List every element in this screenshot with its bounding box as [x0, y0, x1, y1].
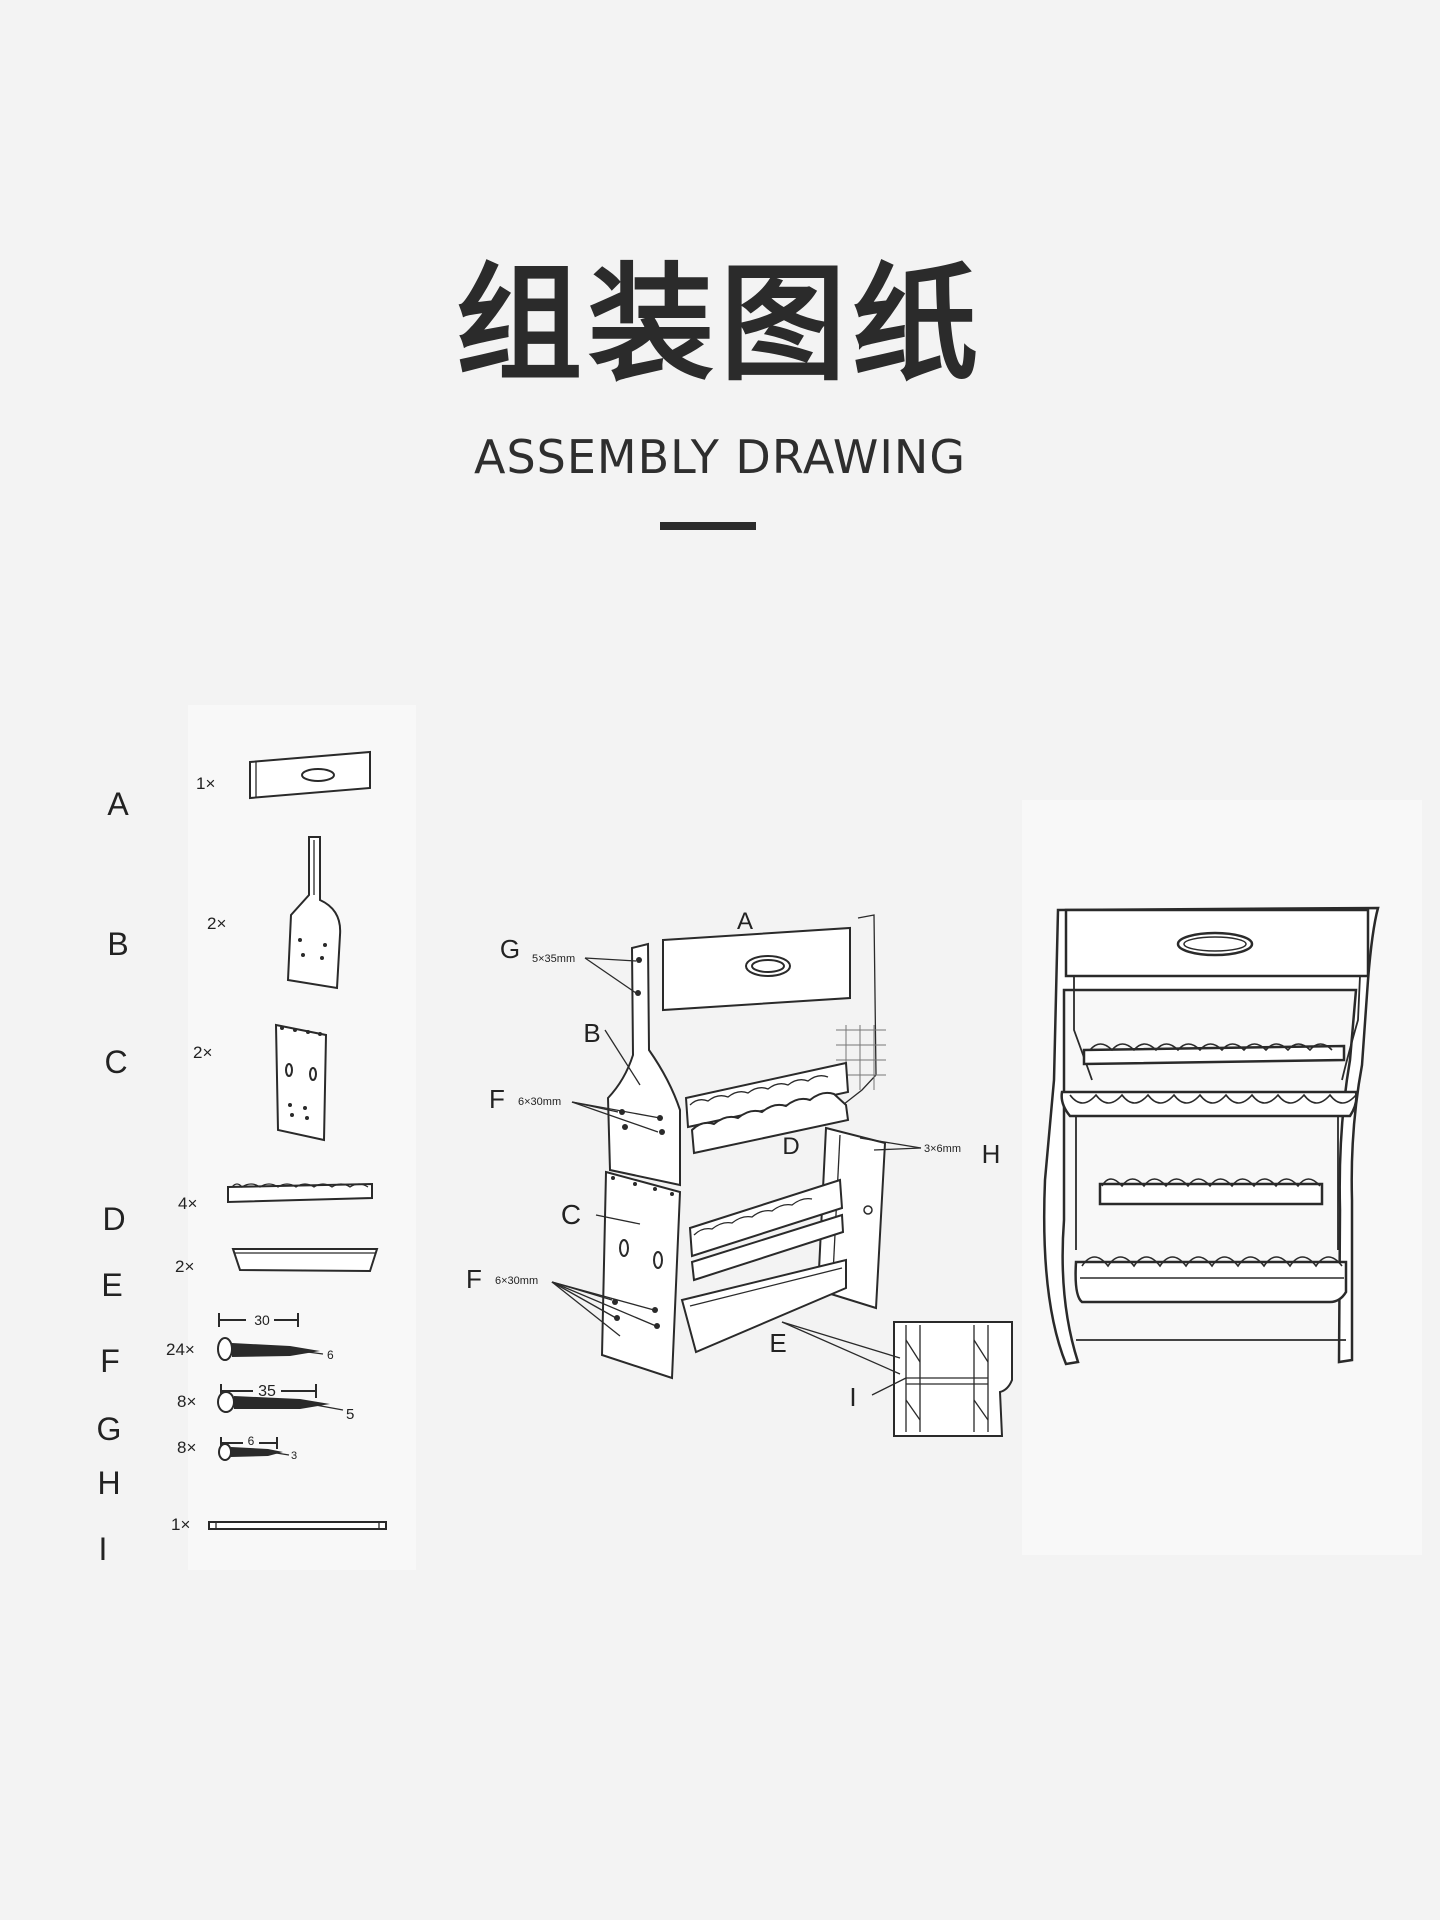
- exploded-part-b: [606, 942, 681, 1187]
- part-i-rod: [208, 1521, 387, 1530]
- callout-f: F: [489, 1084, 505, 1114]
- part-qty-b: 2×: [207, 914, 226, 933]
- callout-g: G: [500, 934, 520, 964]
- part-letter-i: I: [99, 1531, 108, 1567]
- part-letter-d: D: [102, 1201, 125, 1237]
- page-subtitle: ASSEMBLY DRAWING: [474, 430, 966, 484]
- part-d-notched-rail: [227, 1182, 373, 1204]
- part-qty-c: 2×: [193, 1043, 212, 1062]
- callout-b: B: [583, 1018, 600, 1048]
- part-g-length: 35: [258, 1383, 276, 1400]
- part-qty-h: 8×: [177, 1438, 196, 1457]
- part-qty-d: 4×: [178, 1194, 197, 1213]
- part-qty-g: 8×: [177, 1392, 196, 1411]
- part-h-length: 6: [248, 1434, 255, 1448]
- page-title: 组装图纸: [456, 251, 984, 398]
- part-b-side-panel: [286, 836, 342, 990]
- callout-e: E: [769, 1328, 786, 1358]
- exploded-part-d-upper: [684, 1061, 850, 1155]
- part-g-screw: 35 5: [217, 1380, 354, 1423]
- exploded-part-d-lower: [688, 1178, 845, 1282]
- callout-i: I: [849, 1382, 856, 1412]
- part-qty-i: 1×: [171, 1515, 190, 1534]
- part-g-diameter: 5: [346, 1406, 354, 1423]
- assembled-rack: [1042, 906, 1380, 1366]
- part-letter-f: F: [100, 1343, 120, 1379]
- part-qty-a: 1×: [196, 774, 215, 793]
- exploded-part-e: [680, 1258, 847, 1354]
- part-letter-c: C: [104, 1044, 127, 1080]
- part-qty-e: 2×: [175, 1257, 194, 1276]
- title-divider: [660, 522, 756, 530]
- part-letter-e: E: [101, 1267, 122, 1303]
- part-a-top-board: [249, 750, 371, 800]
- callout-c: C: [561, 1199, 581, 1230]
- callout-a: A: [737, 908, 753, 935]
- parts-panel: [188, 705, 416, 1570]
- spec-h: 3×6mm: [924, 1143, 961, 1155]
- exploded-view: A G 5×35mm B F 6×30mm D 3×6mm H C F 6×30…: [466, 908, 1013, 1437]
- part-h-screw: 6 3: [218, 1433, 297, 1462]
- part-f-screw: 30 6: [217, 1310, 334, 1362]
- part-e-base-strip: [231, 1248, 379, 1273]
- part-letter-g: G: [97, 1411, 122, 1447]
- exploded-part-c: [600, 1170, 682, 1380]
- part-letter-a: A: [107, 786, 129, 822]
- part-f-length: 30: [254, 1312, 270, 1328]
- part-letter-b: B: [107, 926, 128, 962]
- callout-f-lower: F: [466, 1264, 482, 1294]
- exploded-part-a: [662, 926, 851, 1012]
- part-letter-h: H: [97, 1465, 120, 1501]
- part-c-lower-panel: [274, 1023, 328, 1142]
- parts-list: A B C D E F G H I 1× 2× 2× 4× 2× 24× 8× …: [97, 750, 387, 1567]
- callout-h: H: [982, 1139, 1001, 1169]
- spec-f: 6×30mm: [518, 1096, 561, 1108]
- part-h-diameter: 3: [291, 1450, 297, 1462]
- callout-d: D: [782, 1133, 799, 1160]
- spec-g: 5×35mm: [532, 953, 575, 965]
- spec-f-lower: 6×30mm: [495, 1275, 538, 1287]
- part-f-diameter: 6: [327, 1348, 334, 1362]
- part-qty-f: 24×: [166, 1340, 195, 1359]
- exploded-inset-i: [893, 1321, 1013, 1437]
